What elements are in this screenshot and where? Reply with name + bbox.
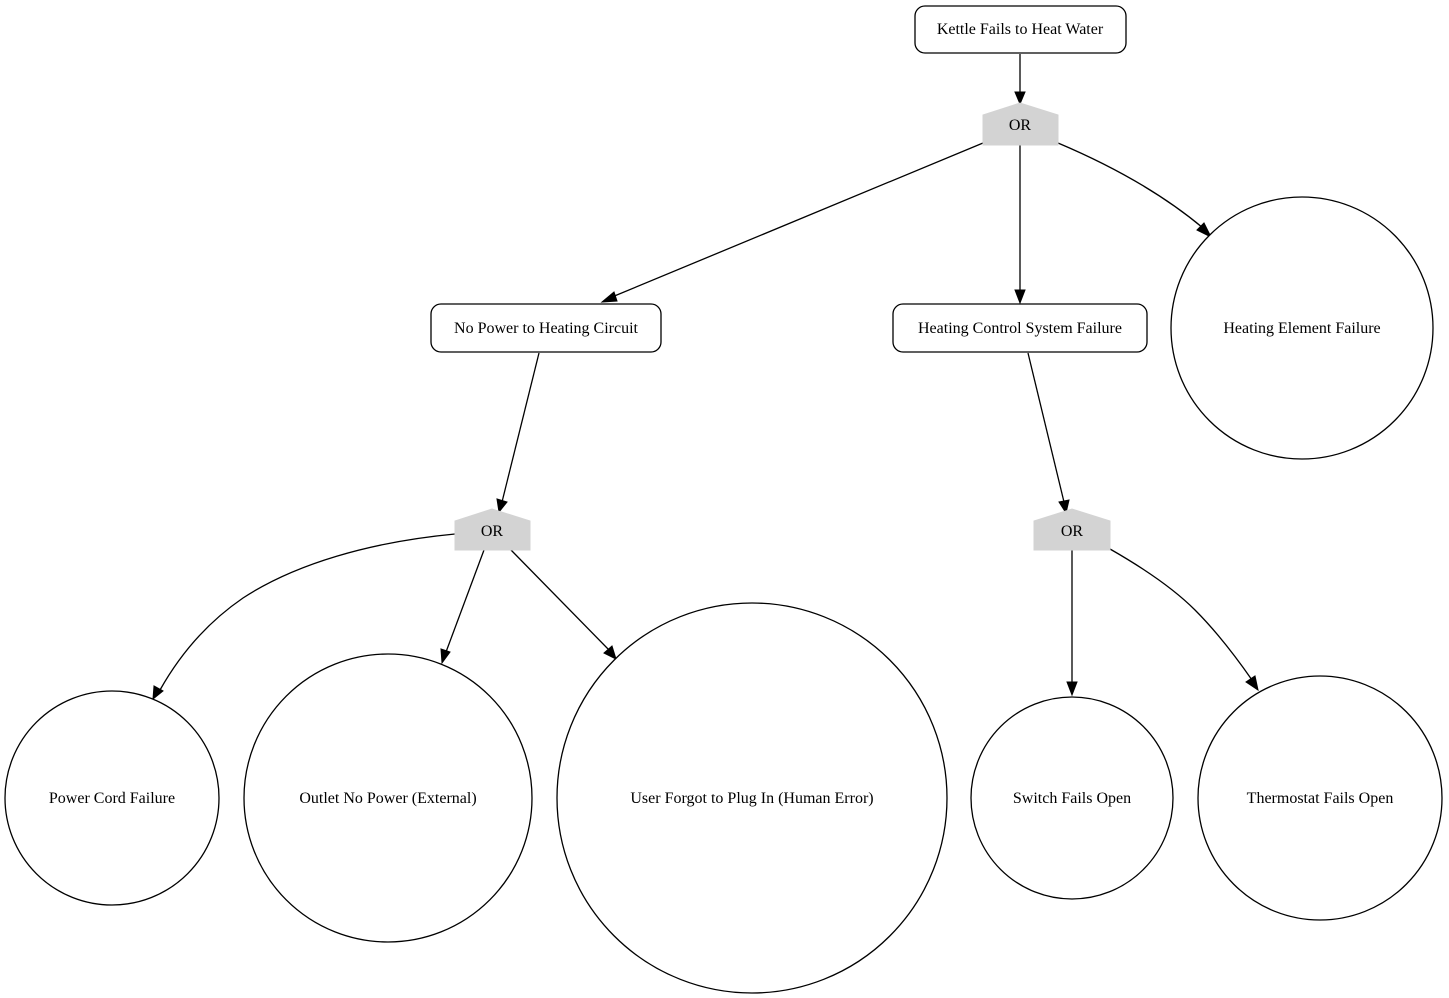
switch-circle: [970, 696, 1174, 900]
gate-top: OR: [982, 102, 1059, 146]
arrowhead: [1014, 289, 1026, 305]
top-event: Kettle Fails to Heat Water: [914, 5, 1127, 54]
edge-gate-to-thermostat: [1109, 548, 1253, 681]
or-gate-label: OR: [481, 523, 504, 540]
arrowhead: [1014, 91, 1026, 106]
control-failure-box: [892, 303, 1148, 353]
top-event-box: [914, 5, 1127, 54]
arrowhead: [1245, 675, 1259, 692]
power-cord-circle: [4, 690, 220, 906]
arrowhead: [1196, 222, 1213, 239]
no-power-label: No Power to Heating Circuit: [454, 320, 639, 337]
thermostat-label: Thermostat Fails Open: [1247, 790, 1394, 807]
basic-event-user-forgot: User Forgot to Plug In (Human Error): [556, 602, 948, 994]
or-gate-label: OR: [1061, 523, 1084, 540]
outlet-label: Outlet No Power (External): [299, 790, 476, 807]
edge-gate-to-element: [1057, 142, 1204, 229]
arrowhead: [1066, 681, 1078, 697]
arrowhead: [440, 648, 451, 665]
or-gate-shape: [454, 508, 531, 551]
top-event-label: Kettle Fails to Heat Water: [937, 21, 1104, 38]
basic-event-element: Heating Element Failure: [1170, 196, 1434, 460]
outlet-circle: [243, 653, 533, 943]
edge-gate-to-outlet: [445, 549, 485, 653]
no-power-box: [430, 303, 662, 353]
edge-no-power-to-gate: [501, 352, 540, 503]
edge-control-to-gate: [1027, 352, 1065, 503]
thermostat-circle: [1197, 675, 1443, 921]
user-forgot-circle: [556, 602, 948, 994]
power-cord-label: Power Cord Failure: [49, 790, 175, 807]
control-failure-label: Heating Control System Failure: [918, 320, 1122, 337]
arrowhead: [152, 685, 164, 701]
basic-event-thermostat: Thermostat Fails Open: [1197, 675, 1443, 921]
or-gate-shape: [982, 102, 1059, 146]
switch-label: Switch Fails Open: [1013, 790, 1131, 807]
arrowhead: [600, 291, 618, 303]
intermediate-event-no-power: No Power to Heating Circuit: [430, 303, 662, 353]
user-forgot-label: User Forgot to Plug In (Human Error): [630, 790, 873, 807]
gate-control: OR: [1033, 508, 1111, 551]
or-gate-shape: [1033, 508, 1111, 551]
edge-gate-to-no-power: [611, 142, 984, 298]
arrowhead: [1058, 499, 1070, 515]
element-failure-label: Heating Element Failure: [1223, 320, 1380, 337]
arrowhead: [496, 498, 508, 514]
basic-event-switch: Switch Fails Open: [970, 696, 1174, 900]
gate-power: OR: [454, 508, 531, 551]
basic-event-outlet: Outlet No Power (External): [243, 653, 533, 943]
edge-gate-to-user-forgot: [510, 549, 611, 652]
or-gate-label: OR: [1009, 117, 1032, 134]
element-failure-circle: [1170, 196, 1434, 460]
edges: [152, 54, 1259, 701]
intermediate-event-control: Heating Control System Failure: [892, 303, 1148, 353]
edge-gate-to-power-cord: [159, 533, 456, 691]
basic-event-power-cord: Power Cord Failure: [4, 690, 220, 906]
arrowhead: [603, 645, 617, 660]
